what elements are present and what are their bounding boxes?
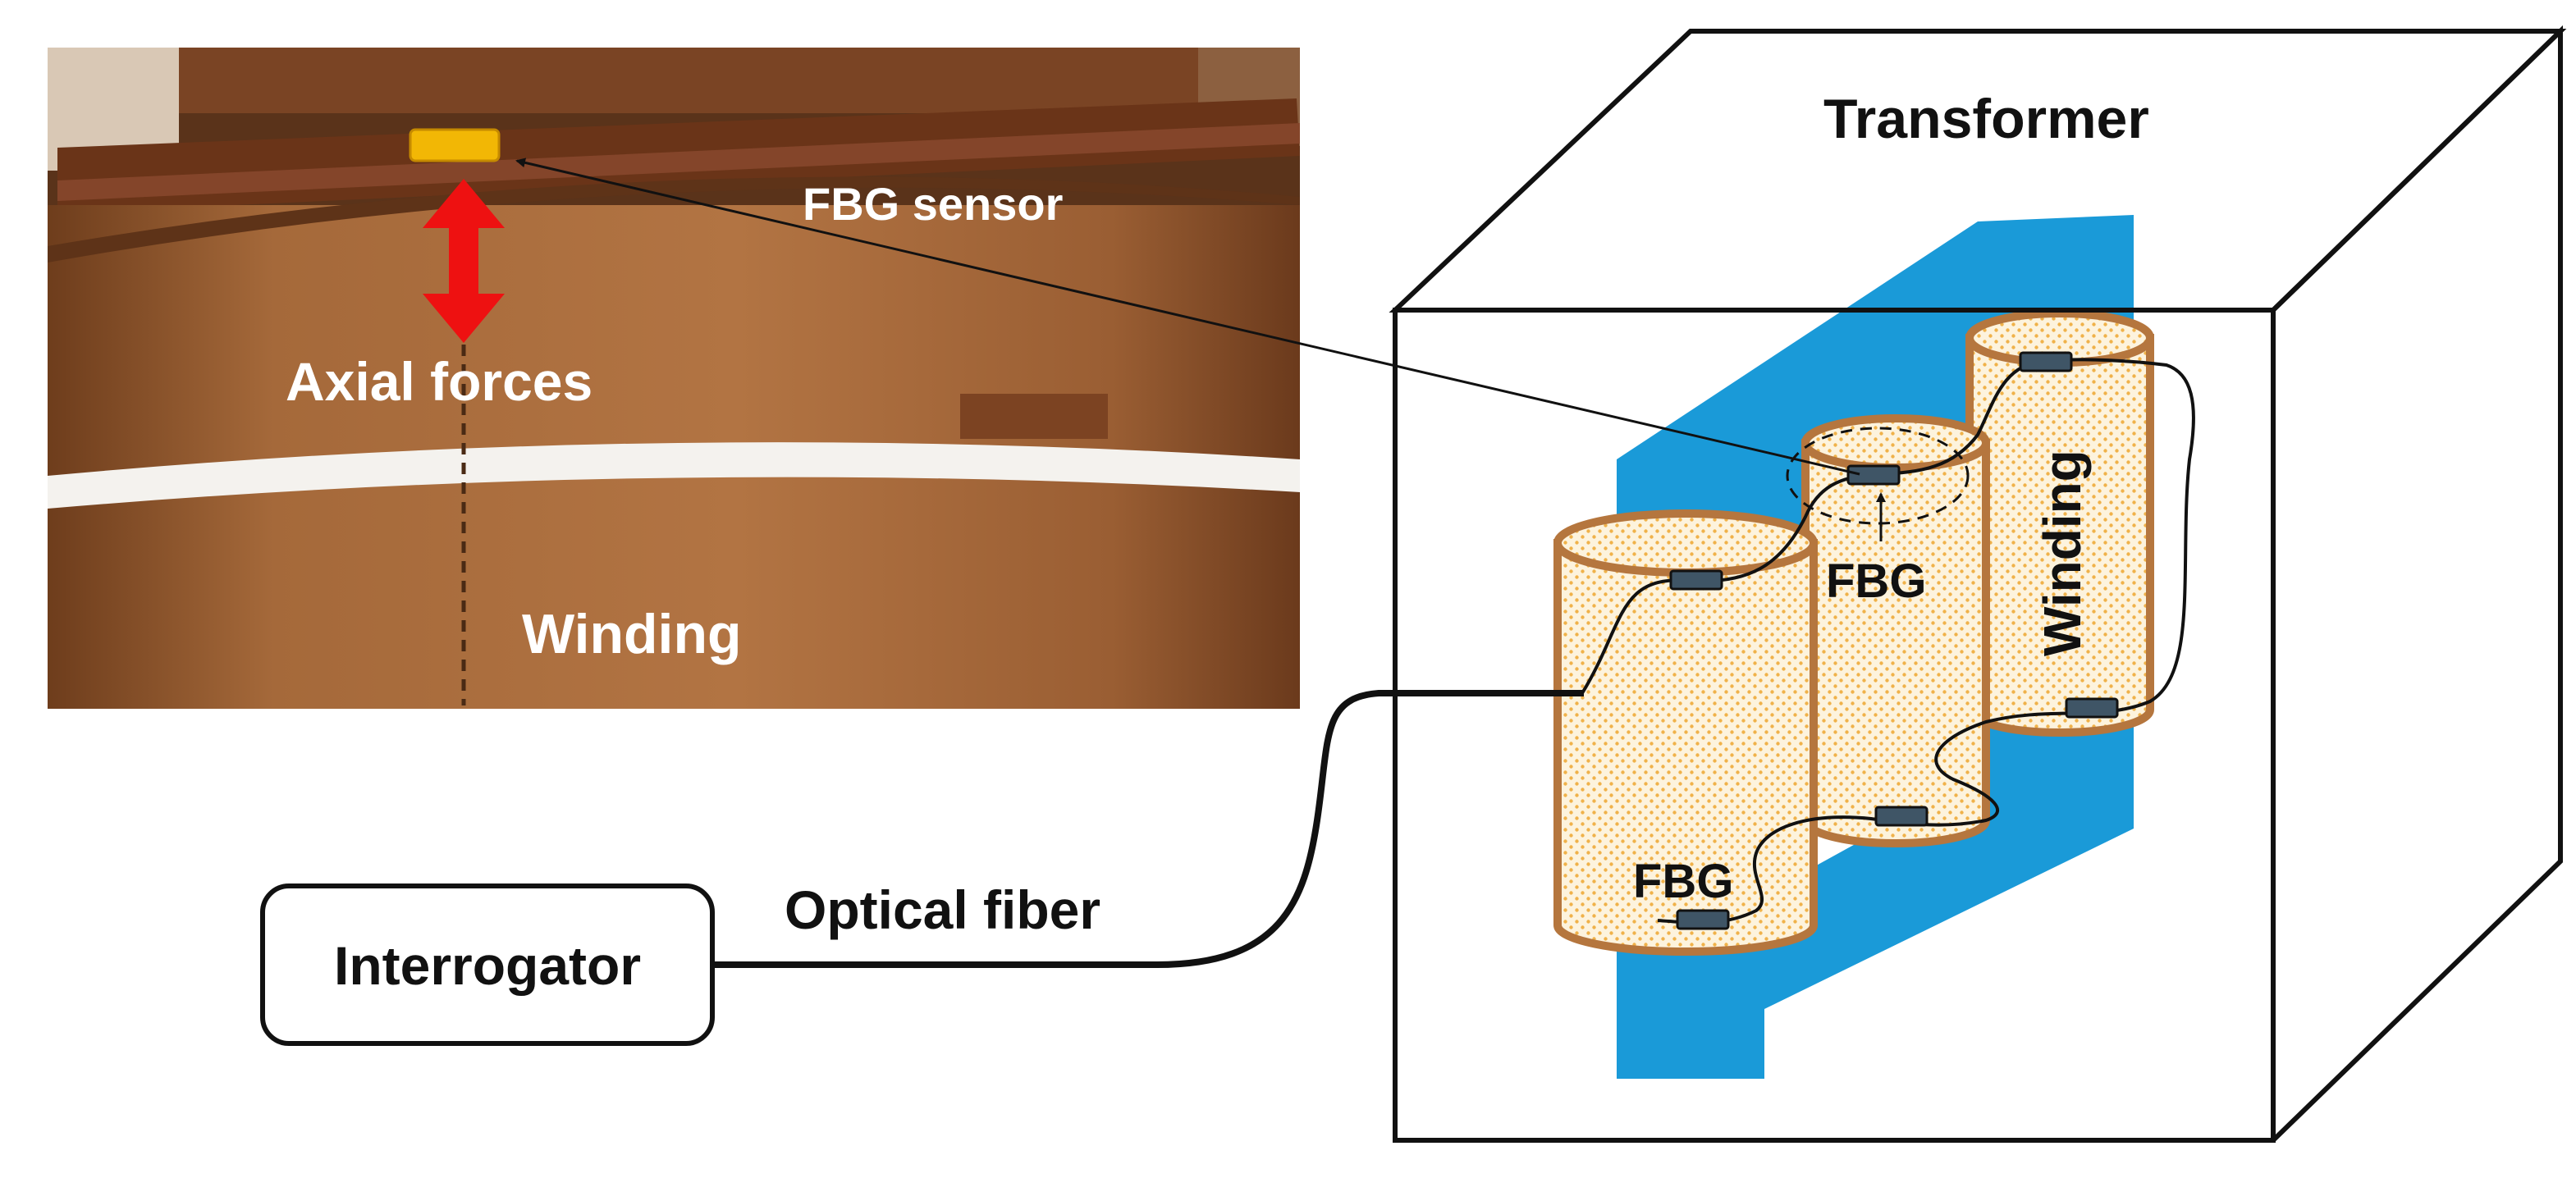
- fbg-top-label: FBG: [1826, 555, 1926, 608]
- interrogator-label: Interrogator: [334, 935, 641, 996]
- fbg-sensor-label: FBG sensor: [803, 178, 1063, 230]
- photo-winding-label: Winding: [522, 603, 742, 665]
- sensor-link-arrow: [515, 158, 1860, 476]
- winding-photo: [48, 48, 1300, 709]
- internal-fiber: [1581, 358, 2195, 925]
- fbg-highlight-circle: [1786, 427, 1970, 525]
- fbg-bottom-label: FBG: [1633, 855, 1733, 908]
- optical-fiber-cable: [712, 690, 1584, 968]
- axial-force-arrow: [423, 179, 505, 343]
- transformer-label: Transformer: [1823, 88, 2149, 150]
- interrogator-box: Interrogator: [260, 884, 715, 1046]
- optical-fiber-label: Optical fiber: [785, 879, 1100, 940]
- fbg-gratings: [1669, 351, 2119, 930]
- winding-front: [1553, 509, 1818, 956]
- winding-middle: [1801, 414, 1990, 847]
- axial-forces-label: Axial forces: [286, 351, 593, 412]
- fbg-sensor-marker: [409, 128, 501, 162]
- schematic-winding-label: Winding: [2033, 450, 2092, 656]
- transformer-box-front: [1393, 308, 2276, 1143]
